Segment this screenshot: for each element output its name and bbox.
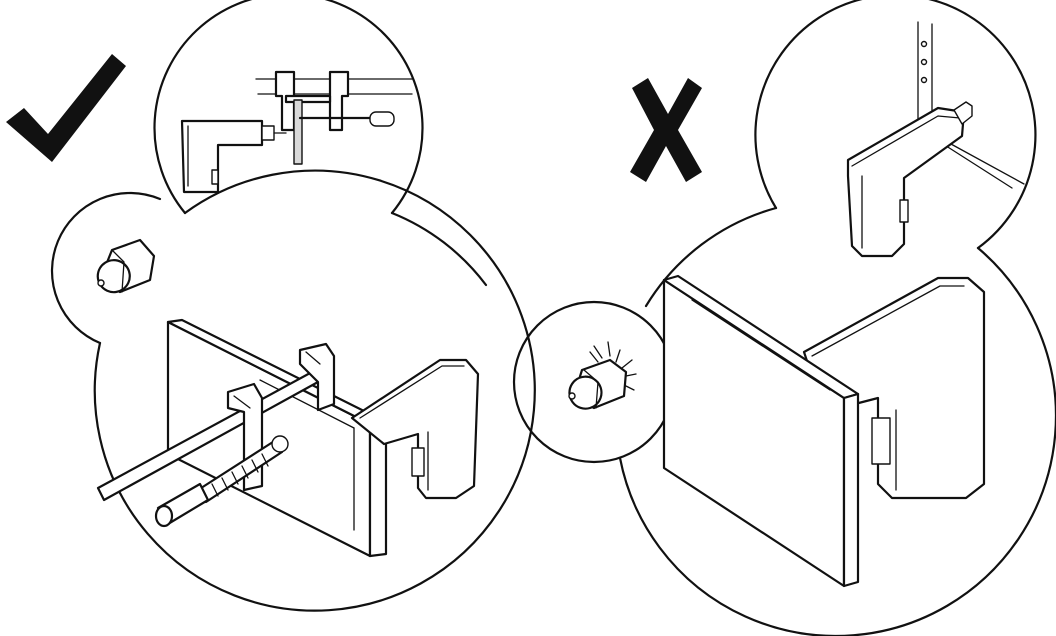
detail-incorrect-damaged-knob [568,341,637,410]
cross-icon [630,78,702,182]
detail-correct-clamp-side-view [180,70,413,194]
detail-incorrect-tool-on-cabinet [846,21,1025,258]
panel-incorrect [512,0,1056,636]
detail-correct-knob [96,238,156,294]
drawing-incorrect-tool-on-board [662,274,986,588]
drawing-correct-clamp-board [96,318,480,558]
circle-outlines [50,0,536,612]
panel-correct [6,0,536,612]
checkmark-icon [6,54,126,162]
